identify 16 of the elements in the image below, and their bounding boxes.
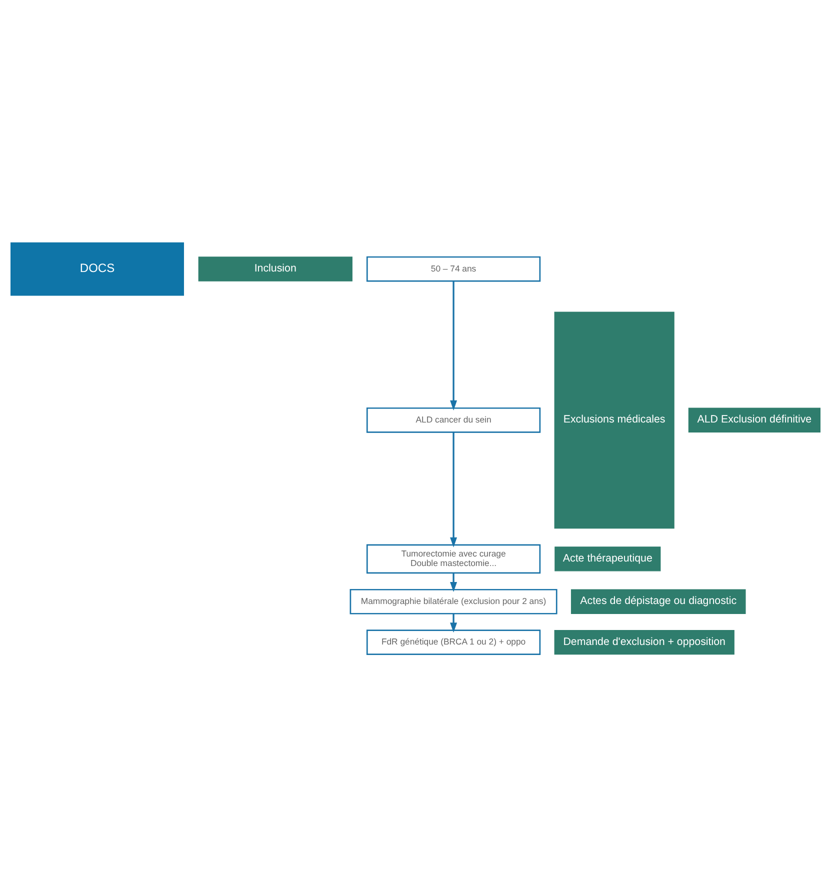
node-box: 50 – 74 ans bbox=[366, 256, 541, 282]
node-box: Tumorectomie avec curage Double mastectomie... bbox=[366, 544, 541, 574]
node-box: Demande d'exclusion + opposition bbox=[554, 629, 734, 654]
arrow bbox=[450, 432, 458, 547]
node-box: Exclusions médicales bbox=[554, 311, 674, 528]
node-box: ALD Exclusion définitive bbox=[688, 407, 820, 432]
arrow bbox=[450, 613, 458, 632]
arrow bbox=[450, 572, 458, 592]
node-box: DOCS bbox=[10, 242, 184, 296]
node-box: Mammographie bilatérale (exclusion pour 2 ans) bbox=[350, 588, 558, 614]
node-box: Inclusion bbox=[198, 256, 352, 281]
node-box: Actes de dépistage ou diagnostic bbox=[570, 588, 746, 614]
arrow bbox=[450, 280, 458, 410]
node-box: FdR génétique (BRCA 1 ou 2) + oppo bbox=[366, 629, 541, 654]
node-box: ALD cancer du sein bbox=[366, 406, 541, 432]
node-box: Acte thérapeutique bbox=[554, 546, 661, 571]
